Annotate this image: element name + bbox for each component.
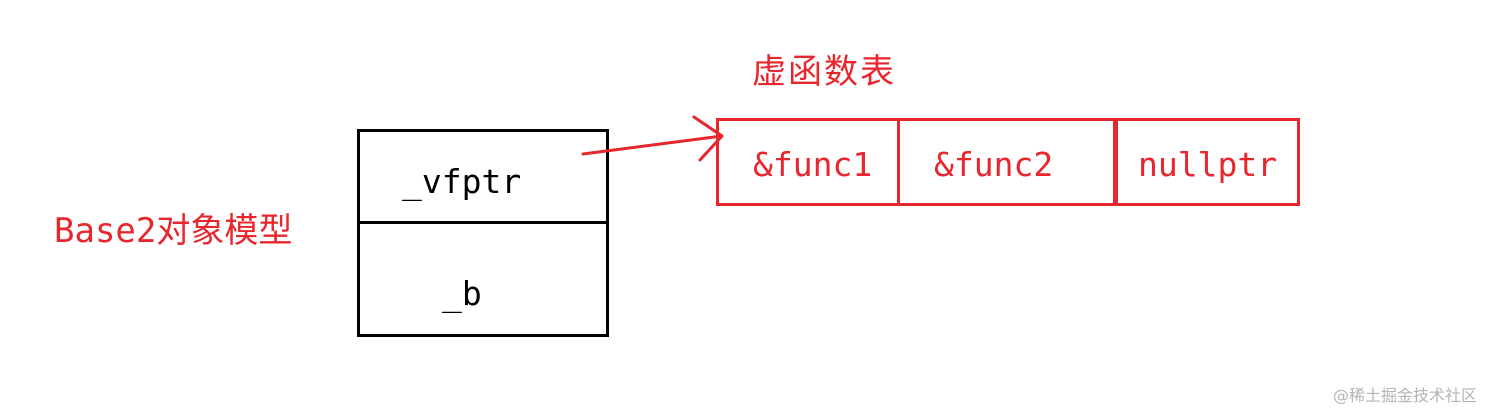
vtable-entry: &func1 <box>719 121 900 203</box>
vtable-entry-label: &func1 <box>753 145 873 184</box>
object-model-box: _vfptr _b <box>357 129 609 337</box>
object-field-label: _b <box>442 274 482 313</box>
arrow-shaft <box>581 134 724 156</box>
watermark-text: @稀土掘金技术社区 <box>1332 386 1477 405</box>
vtable-entry: nullptr <box>1116 121 1300 203</box>
object-field-b: _b <box>360 224 606 334</box>
object-field-label: _vfptr <box>402 162 522 201</box>
object-field-vfptr: _vfptr <box>360 132 606 224</box>
vtable-entry-label: nullptr <box>1138 145 1278 184</box>
object-model-label: Base2对象模型 <box>54 211 293 251</box>
vtable-title: 虚函数表 <box>752 52 896 92</box>
vtable-entry: &func2 <box>900 121 1116 203</box>
virtual-function-table: &func1 &func2 nullptr <box>716 118 1300 206</box>
vtable-entry-label: &func2 <box>934 145 1054 184</box>
arrow-head <box>692 115 724 162</box>
